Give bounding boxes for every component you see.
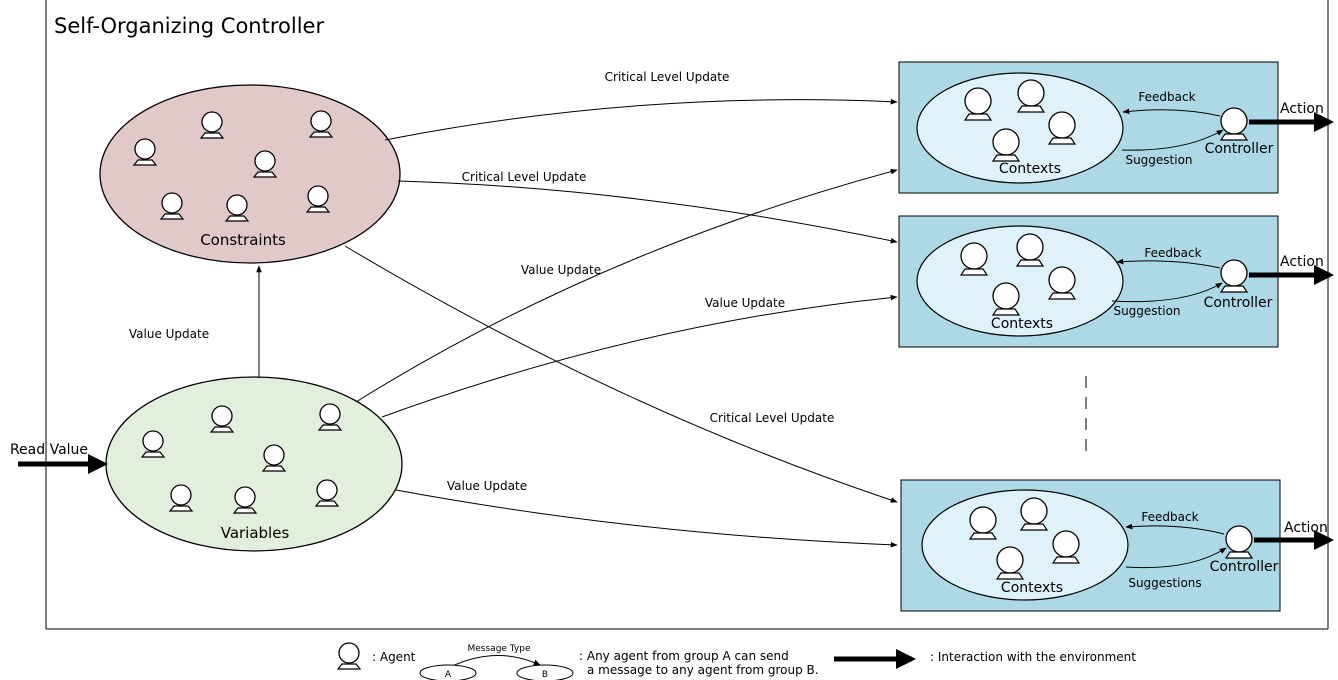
controller-label: Controller (1205, 141, 1274, 157)
agent-icon (133, 138, 157, 166)
agent-icon (960, 242, 988, 276)
controller-label: Controller (1204, 295, 1273, 311)
agent-icon (210, 405, 234, 433)
value-update-edge-1 (355, 168, 898, 403)
agent-icon (253, 150, 277, 178)
agent-icon (964, 87, 992, 121)
read-value-label: Read Value (10, 442, 88, 458)
contexts-label: Contexts (1001, 580, 1063, 596)
value-update-label-1: Value Update (521, 263, 601, 277)
legend-message-type-label: Message Type (468, 644, 531, 654)
agent-icon (992, 282, 1020, 316)
legend-interaction-label: : Interaction with the environment (930, 650, 1136, 664)
constraints-group: Constraints (99, 84, 401, 264)
agent-icon (315, 479, 339, 507)
contexts-label: Contexts (999, 161, 1061, 177)
legend-agent-label: : Agent (372, 650, 416, 664)
agent-icon (969, 506, 997, 540)
variables-group: Variables (105, 376, 403, 552)
agent-icon (309, 110, 333, 138)
value-update-label-3: Value Update (447, 479, 527, 493)
agent-icon (233, 486, 257, 514)
critical-level-label-3: Critical Level Update (710, 411, 835, 425)
legend-node-a (419, 664, 477, 680)
constraints-label: Constraints (200, 231, 286, 249)
agent-icon (160, 192, 184, 220)
action-label-2: Action (1280, 254, 1324, 270)
legend-message-arrow (449, 655, 541, 668)
agent-icon (306, 185, 330, 213)
value-update-edge-3 (395, 489, 898, 548)
agent-icon (1020, 497, 1048, 531)
feedback-label: Feedback (1144, 246, 1201, 260)
feedback-label: Feedback (1141, 510, 1198, 524)
agent-icon (996, 546, 1024, 580)
suggestion-label: Suggestion (1113, 304, 1180, 318)
value-update-constraints-label: Value Update (129, 327, 209, 341)
controller-agent-icon (1225, 525, 1253, 559)
controller-agent-icon (1220, 259, 1248, 293)
agent-icon (169, 484, 193, 512)
agent-icon (200, 111, 224, 139)
agent-icon (992, 128, 1020, 162)
action-label-3: Action (1284, 520, 1328, 536)
controller-box-3: Contexts Controller Feedback Suggestions (900, 479, 1281, 612)
agent-icon (1017, 79, 1045, 113)
legend-node-b-label: B (542, 670, 548, 680)
agent-icon (1016, 233, 1044, 267)
value-update-label-2: Value Update (705, 296, 785, 310)
legend-agent-icon (337, 642, 361, 670)
critical-level-label-1: Critical Level Update (605, 70, 730, 84)
critical-level-edge-2 (397, 180, 898, 244)
legend-node-b (516, 664, 574, 680)
controller-box-2: Contexts Controller Feedback Suggestion (898, 215, 1279, 348)
agent-icon (141, 430, 165, 458)
controller-label: Controller (1210, 559, 1279, 575)
variables-label: Variables (221, 524, 290, 542)
critical-level-edge-1 (384, 98, 898, 141)
legend-message-desc-1: : Any agent from group A can send (579, 649, 789, 663)
agent-icon (1048, 266, 1076, 300)
suggestion-label: Suggestions (1128, 576, 1201, 590)
agent-icon (318, 403, 342, 431)
legend: : Agent Message Type A B : Any agent fro… (337, 642, 1136, 680)
controller-agent-icon (1220, 107, 1248, 141)
suggestion-label: Suggestion (1125, 153, 1192, 167)
legend-node-a-label: A (445, 670, 452, 680)
legend-message-desc-2: a message to any agent from group B. (587, 663, 819, 677)
agent-icon (1048, 111, 1076, 145)
value-update-edge-2 (381, 294, 898, 418)
agent-icon (262, 444, 286, 472)
agent-icon (1052, 530, 1080, 564)
critical-level-label-2: Critical Level Update (462, 170, 587, 184)
system-frame (45, 0, 1329, 630)
contexts-label: Contexts (991, 316, 1053, 332)
critical-level-edge-3 (344, 245, 898, 503)
controller-box-1: Contexts Controller Feedback Suggestion (898, 61, 1279, 194)
agent-icon (225, 194, 249, 222)
action-label-1: Action (1280, 101, 1324, 117)
feedback-label: Feedback (1138, 90, 1195, 104)
diagram-title: Self-Organizing Controller (54, 14, 324, 38)
